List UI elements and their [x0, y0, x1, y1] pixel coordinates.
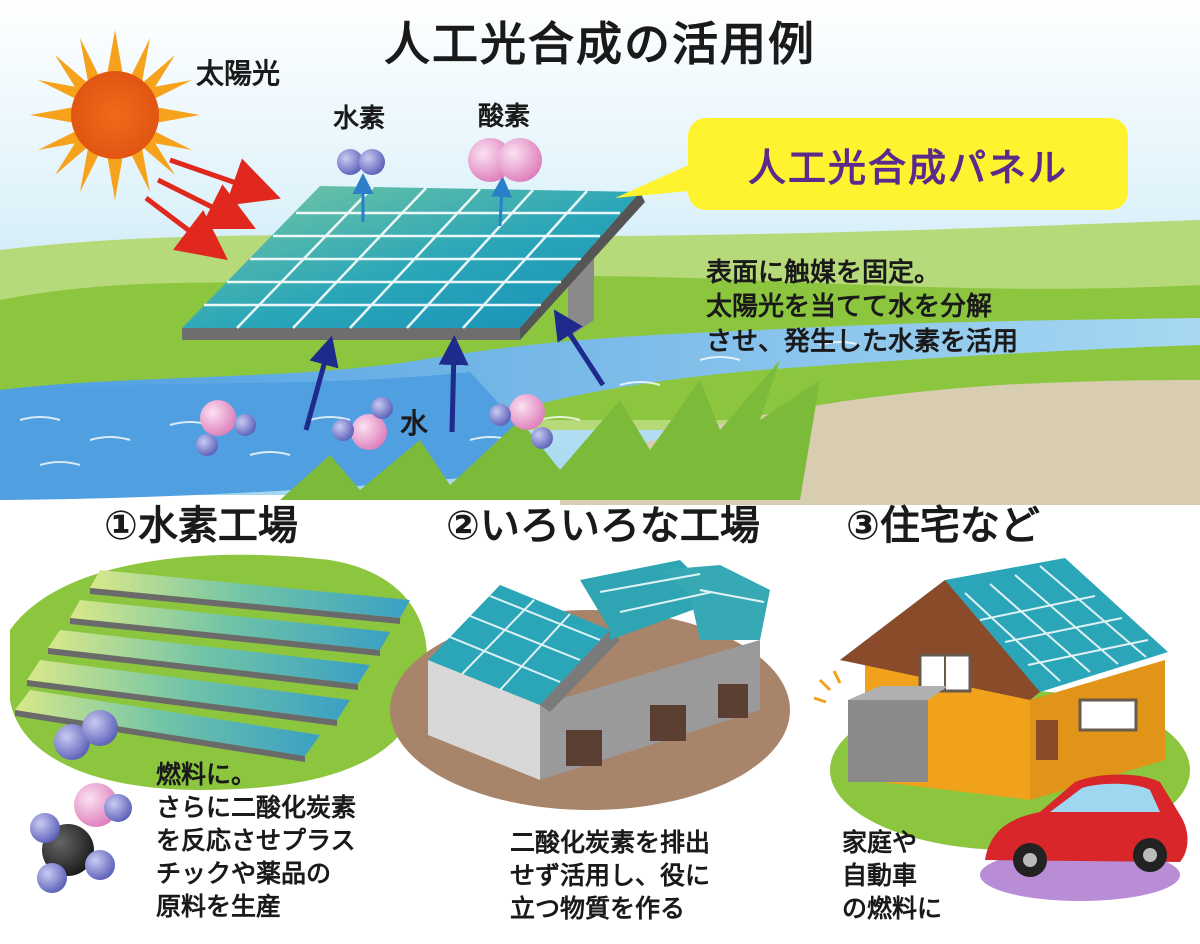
callout-pointer [615, 160, 700, 198]
panel-callout-text: 人工光合成パネル [747, 145, 1068, 190]
page-title: 人工光合成の活用例 [384, 17, 816, 71]
house-illustration [813, 558, 1190, 850]
section-1-heading: ①水素工場 [104, 503, 298, 549]
molecule-model-icon [30, 783, 132, 893]
oxygen-label: 酸素 [478, 102, 531, 132]
water-label: 水 [400, 407, 429, 440]
hydrogen-molecule-icon [337, 149, 385, 175]
panel-callout [688, 118, 1128, 210]
section-3-heading: ③住宅など [846, 503, 1040, 549]
hydrogen-factory-illustration [10, 554, 428, 790]
hydrogen-molecule-icon [54, 710, 118, 760]
car-illustration [980, 774, 1188, 901]
oxygen-molecule-icon [468, 138, 542, 182]
sunlight-arrows [144, 157, 281, 261]
water-molecule-icon [332, 397, 393, 450]
section-3-description: 家庭や 自動車 の燃料に [842, 828, 943, 923]
gas-arrows [352, 173, 513, 227]
panel-description: 表面に触媒を固定。 太陽光を当てて水を分解 させ、発生した水素を活用 [706, 258, 1019, 357]
water-molecule-icon [196, 400, 256, 456]
water-molecule-icon [489, 394, 553, 449]
hydrogen-label: 水素 [333, 104, 386, 134]
section-2-heading: ②いろいろな工場 [446, 503, 760, 549]
water-arrows [303, 309, 606, 433]
section-2-description: 二酸化炭素を排出 せず活用し、役に 立つ物質を作る [510, 828, 711, 923]
sunlight-label: 太陽光 [196, 57, 281, 90]
grass-front [280, 360, 820, 500]
sun-icon [30, 30, 200, 200]
factory-illustration [390, 560, 790, 810]
photosynthesis-panel [182, 186, 645, 340]
section-1-description: 燃料に。 さらに二酸化炭素 を反応させプラス チックや薬品の 原料を生産 [156, 760, 357, 921]
